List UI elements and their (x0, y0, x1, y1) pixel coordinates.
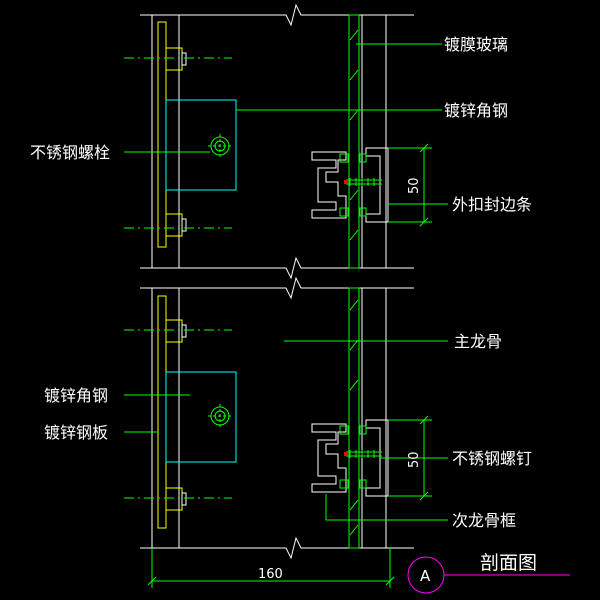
leader-lines (124, 43, 448, 521)
galv-steel-plate (157, 21, 183, 529)
label-outer-cap: 外扣封边条 (452, 195, 532, 214)
lower-break-line (140, 536, 414, 560)
gaskets (339, 153, 367, 489)
galv-angle (165, 99, 237, 463)
coated-glass (348, 14, 360, 549)
building-edge-lines (140, 3, 414, 560)
label-galv-angle-bottom: 镀锌角钢 (44, 386, 108, 405)
section-marker-letter: A (420, 567, 431, 585)
section-marker (407, 556, 570, 594)
anchor-bolt-bottom-2 (165, 487, 183, 511)
dimension-lines (147, 143, 432, 588)
dim-width: 160 (258, 567, 283, 582)
label-ss-bolt: 不锈钢螺栓 (30, 143, 110, 162)
label-galv-plate: 镀锌钢板 (44, 423, 108, 442)
anchor-bolt-top-2 (165, 213, 183, 237)
glass-pane-bottom (348, 287, 360, 549)
galv-angle-top (165, 99, 237, 191)
steel-plate-top (157, 21, 167, 248)
anchor-bolt-bottom-1 (165, 319, 183, 343)
outer-cap-top (365, 147, 389, 223)
ss-screws (346, 178, 382, 458)
label-ss-screw: 不锈钢螺钉 (452, 449, 532, 468)
anchor-bolt-top-1 (165, 47, 183, 71)
glass-pane-top (348, 14, 360, 269)
section-title: 剖面图 (480, 552, 537, 574)
anchor-centerlines (124, 57, 232, 499)
dim-upper-height: 50 (407, 177, 422, 194)
upper-break-line (140, 3, 414, 27)
ss-bolt-bottom (208, 404, 232, 428)
ss-bolt-top (208, 134, 232, 158)
ss-screw-bottom (346, 450, 382, 458)
label-sub-frame: 次龙骨框 (452, 511, 516, 530)
ss-screw-top (346, 178, 382, 186)
middle-break-line-a (140, 256, 414, 280)
middle-break-line-b (140, 276, 414, 300)
steel-plate-bottom (157, 295, 167, 529)
galv-angle-bottom (165, 371, 237, 463)
leader-sub-frame (325, 494, 448, 521)
dim-lower-height: 50 (407, 451, 422, 468)
anchor-bolt-details (181, 52, 187, 506)
screw-heads (344, 180, 348, 456)
label-coated-glass: 镀膜玻璃 (444, 35, 508, 54)
label-galv-angle-top: 镀锌角钢 (444, 101, 508, 120)
label-main-mullion: 主龙骨 (454, 332, 502, 351)
